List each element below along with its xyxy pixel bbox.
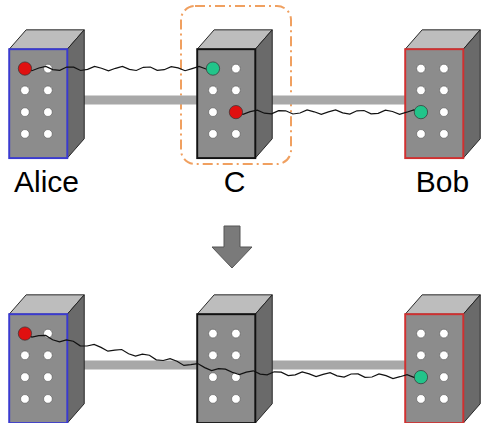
link-bar: [83, 96, 198, 105]
link-bar: [271, 96, 406, 105]
dashed-highlight: [181, 6, 291, 164]
rack-symbol: [404, 25, 481, 161]
node-label: C: [196, 165, 273, 199]
server-rack: Alice: [8, 25, 85, 199]
rack-symbol: [8, 25, 85, 161]
node-label: Alice: [8, 165, 85, 199]
bottom-row-illustration: [9, 295, 480, 423]
server-rack: C: [196, 25, 273, 199]
node-label: Bob: [404, 165, 481, 199]
down-arrow: [212, 226, 252, 268]
server-rack: Bob: [404, 25, 481, 199]
rack-symbol: [196, 25, 273, 161]
